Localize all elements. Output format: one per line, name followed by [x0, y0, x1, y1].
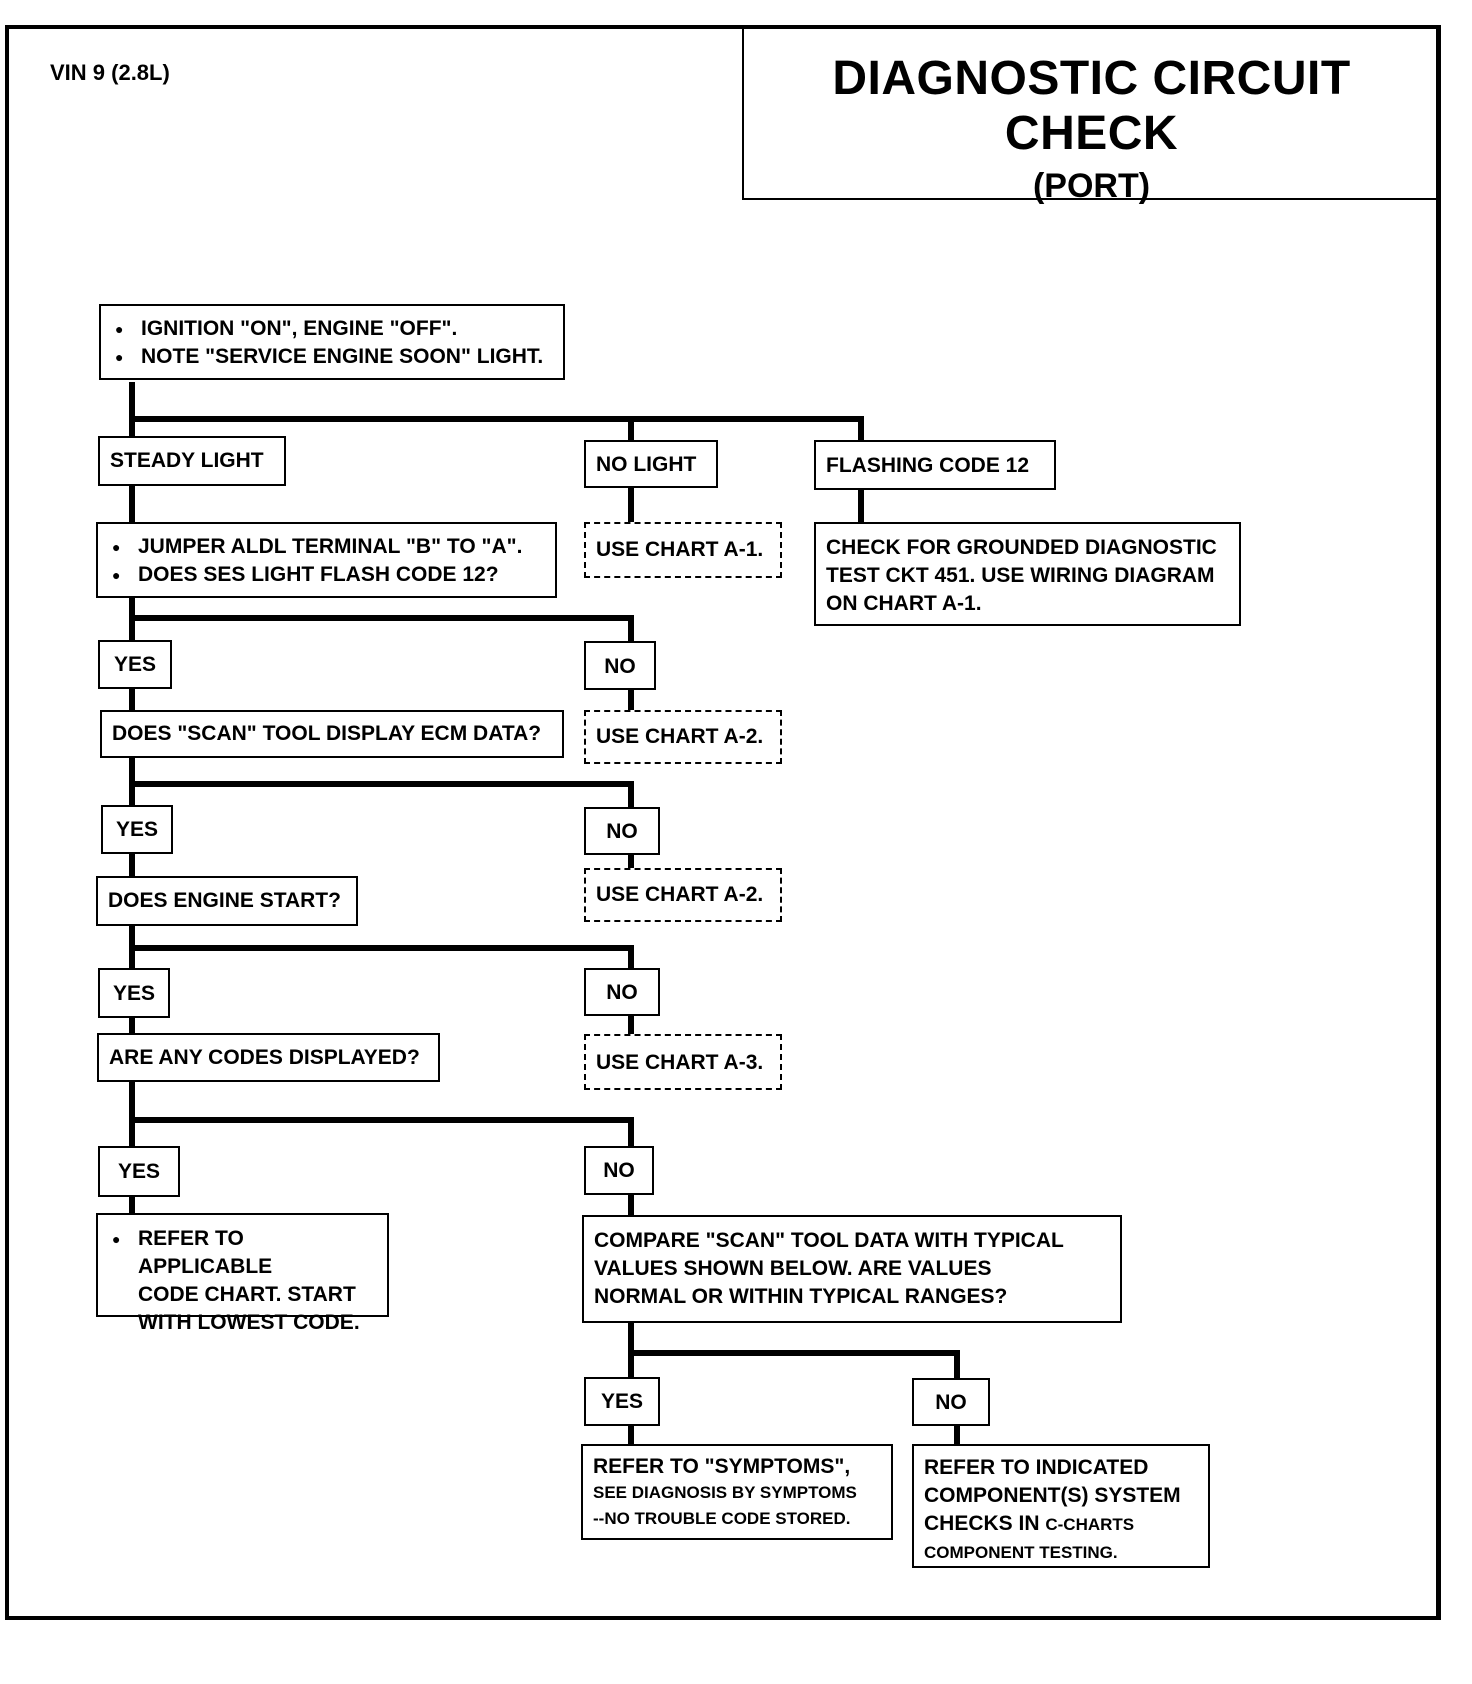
- flashing-code-12-box: FLASHING CODE 12: [814, 440, 1056, 490]
- bullet-text: IGNITION "ON", ENGINE "OFF".: [111, 315, 553, 343]
- text-line: TEST CKT 451. USE WIRING DIAGRAM: [826, 564, 1215, 587]
- bullet-text: NOTE "SERVICE ENGINE SOON" LIGHT.: [111, 343, 553, 371]
- connector: [628, 1424, 634, 1446]
- refer-component-box: REFER TO INDICATED COMPONENT(S) SYSTEM C…: [912, 1444, 1210, 1568]
- yes-label-5: YES: [584, 1377, 660, 1426]
- text-line: WITH LOWEST CODE.: [138, 1311, 360, 1334]
- use-chart-a1-box: USE CHART A-1.: [584, 522, 782, 578]
- step-jumper-aldl: JUMPER ALDL TERMINAL "B" TO "A". DOES SE…: [96, 522, 557, 598]
- connector: [628, 1117, 634, 1147]
- page-frame: [5, 25, 1441, 1620]
- no-label-4: NO: [584, 1146, 654, 1195]
- bullet-text: DOES SES LIGHT FLASH CODE 12?: [108, 561, 545, 589]
- yes-label-3: YES: [98, 968, 170, 1018]
- connector: [628, 781, 634, 809]
- connector: [129, 945, 634, 951]
- connector: [858, 416, 864, 442]
- text-line: CHECK FOR GROUNDED DIAGNOSTIC: [826, 536, 1217, 559]
- text-line: CHECKS IN: [924, 1512, 1040, 1535]
- text-line: CODE CHART. START: [138, 1283, 356, 1306]
- text-line: COMPONENT TESTING.: [924, 1543, 1118, 1562]
- connector: [628, 945, 634, 971]
- page-subtitle: (PORT): [1032, 167, 1151, 205]
- connector: [954, 1424, 960, 1446]
- text-line: ON CHART A-1.: [826, 592, 982, 615]
- connector: [628, 852, 634, 872]
- connector: [129, 1080, 135, 1150]
- yes-label-2: YES: [101, 805, 173, 854]
- connector: [129, 1012, 135, 1034]
- connector: [129, 852, 135, 878]
- step-ignition-on: IGNITION "ON", ENGINE "OFF". NOTE "SERVI…: [99, 304, 565, 380]
- refer-code-chart-box: REFER TO APPLICABLE CODE CHART. START WI…: [96, 1213, 389, 1334]
- connector: [628, 416, 634, 440]
- connector: [858, 488, 864, 524]
- connector: [129, 1117, 634, 1123]
- text-line: COMPARE "SCAN" TOOL DATA WITH TYPICAL: [594, 1229, 1064, 1252]
- no-label-1: NO: [584, 641, 656, 690]
- text-line: COMPONENT(S) SYSTEM: [924, 1484, 1181, 1507]
- no-label-2: NO: [584, 807, 660, 855]
- connector: [628, 615, 634, 643]
- connector: [129, 686, 135, 712]
- text-line: REFER TO "SYMPTOMS",: [593, 1455, 851, 1478]
- refer-symptoms-box: REFER TO "SYMPTOMS", SEE DIAGNOSIS BY SY…: [581, 1444, 893, 1540]
- connector: [129, 416, 864, 422]
- connector: [954, 1350, 960, 1380]
- connector: [628, 1014, 634, 1036]
- scan-tool-display-box: DOES "SCAN" TOOL DISPLAY ECM DATA?: [100, 710, 564, 758]
- steady-light-box: STEADY LIGHT: [98, 436, 286, 486]
- vin-label: VIN 9 (2.8L): [50, 60, 170, 85]
- connector: [628, 488, 634, 524]
- yes-label-4: YES: [98, 1146, 180, 1197]
- text-line: NORMAL OR WITHIN TYPICAL RANGES?: [594, 1285, 1008, 1308]
- no-light-box: NO LIGHT: [584, 440, 718, 488]
- text-line: SEE DIAGNOSIS BY SYMPTOMS: [593, 1483, 857, 1502]
- codes-displayed-box: ARE ANY CODES DISPLAYED?: [97, 1033, 440, 1082]
- engine-start-box: DOES ENGINE START?: [96, 876, 358, 926]
- connector: [129, 382, 135, 438]
- check-grounded-box: CHECK FOR GROUNDED DIAGNOSTIC TEST CKT 4…: [814, 522, 1241, 626]
- bullet-text: JUMPER ALDL TERMINAL "B" TO "A".: [108, 533, 545, 561]
- page-title: DIAGNOSTIC CIRCUIT CHECK: [832, 52, 1351, 160]
- connector: [129, 484, 135, 524]
- connector: [129, 615, 634, 621]
- no-label-3: NO: [584, 968, 660, 1016]
- use-chart-a2-box-1: USE CHART A-2.: [584, 710, 782, 764]
- connector: [628, 1193, 634, 1217]
- yes-label-1: YES: [98, 640, 172, 689]
- text-line: VALUES SHOWN BELOW. ARE VALUES: [594, 1257, 992, 1280]
- compare-scan-data-box: COMPARE "SCAN" TOOL DATA WITH TYPICAL VA…: [582, 1215, 1122, 1323]
- connector: [628, 688, 634, 712]
- text-line: REFER TO INDICATED: [924, 1456, 1149, 1479]
- text-line: C-CHARTS: [1045, 1515, 1135, 1534]
- connector: [129, 781, 634, 787]
- text-line: --NO TROUBLE CODE STORED.: [593, 1509, 851, 1528]
- connector: [628, 1350, 960, 1356]
- use-chart-a3-box: USE CHART A-3.: [584, 1034, 782, 1090]
- no-label-5: NO: [912, 1378, 990, 1426]
- use-chart-a2-box-2: USE CHART A-2.: [584, 868, 782, 922]
- bullet-text: REFER TO APPLICABLE: [108, 1225, 377, 1281]
- connector: [129, 1195, 135, 1215]
- title-box: DIAGNOSTIC CIRCUIT CHECK (PORT): [742, 27, 1441, 205]
